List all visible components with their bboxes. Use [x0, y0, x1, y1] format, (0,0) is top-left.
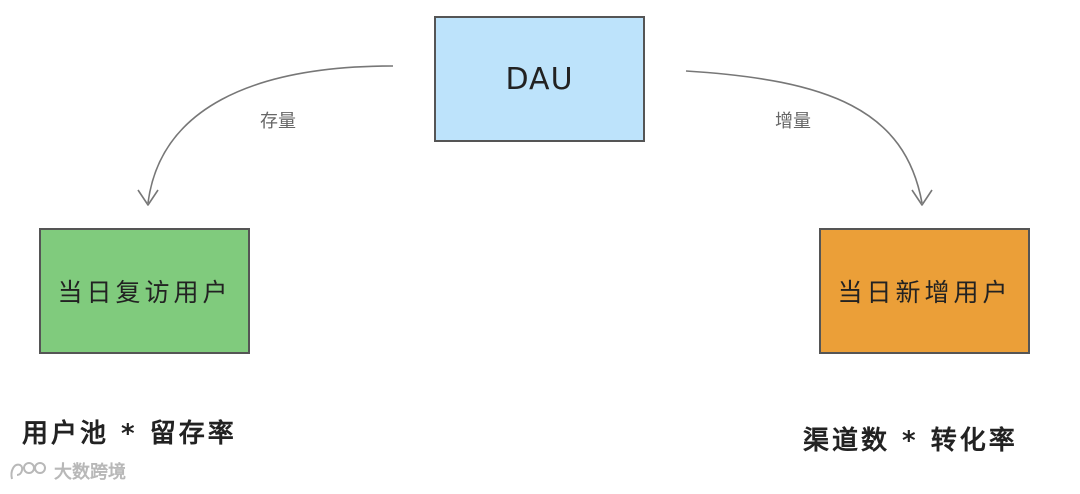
- new-users-label: 当日新增用户: [837, 278, 1012, 307]
- dau-node-label: DAU: [505, 61, 574, 97]
- new-users-node: 当日新增用户: [819, 228, 1030, 354]
- returning-users-node: 当日复访用户: [39, 228, 250, 354]
- arrow-to-returning: [147, 65, 394, 204]
- arrow-to-new: [685, 70, 923, 204]
- returning-users-label: 当日复访用户: [57, 278, 232, 307]
- new-users-formula: 渠道数 * 转化率: [803, 426, 1018, 456]
- watermark-logo-icon: [10, 462, 46, 480]
- watermark: 大数跨境: [8, 458, 126, 484]
- increment-edge-label: 增量: [775, 111, 811, 132]
- arrowhead-left: [137, 189, 159, 206]
- stock-edge-label: 存量: [260, 111, 296, 132]
- dau-node: DAU: [434, 16, 645, 142]
- returning-formula: 用户池 * 留存率: [22, 419, 237, 449]
- watermark-text: 大数跨境: [54, 462, 126, 483]
- arrowhead-right: [911, 189, 933, 206]
